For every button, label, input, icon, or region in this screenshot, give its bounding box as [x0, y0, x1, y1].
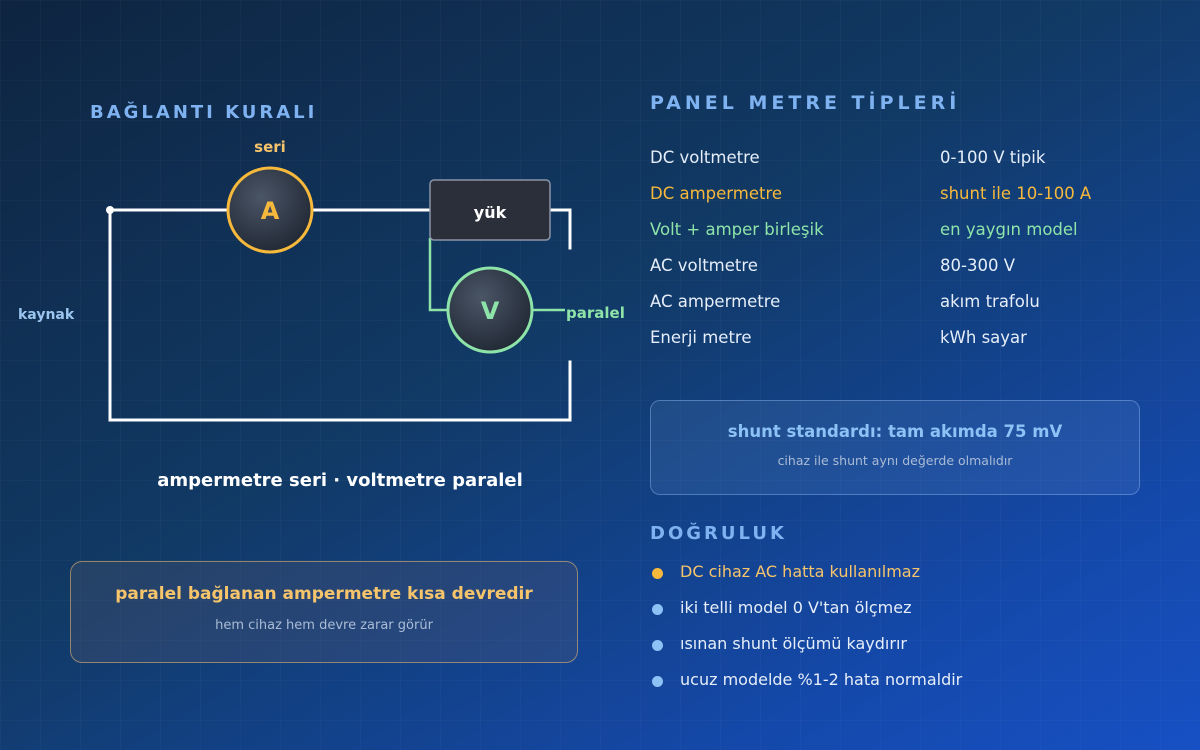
list-item: DC cihaz AC hatta kullanılmaz: [652, 560, 1172, 596]
ammeter-symbol: A: [261, 197, 280, 225]
parallel-wire-left: [428, 238, 448, 312]
accuracy-text: DC cihaz AC hatta kullanılmaz: [680, 562, 920, 581]
voltmeter-circle: [446, 266, 534, 354]
list-item: ucuz modelde %1-2 hata normaldir: [652, 668, 1172, 704]
meter-type-row: AC voltmetre 80-300 V: [650, 253, 1150, 289]
source-label: kaynak: [18, 307, 75, 323]
series-label: seri: [254, 138, 286, 156]
voltmeter-symbol: V: [481, 297, 500, 325]
warning-box: paralel bağlanan ampermetre kısa devredi…: [70, 561, 578, 663]
meter-type-value: 0-100 V tipik: [940, 148, 1046, 167]
meter-type-value: shunt ile 10-100 A: [940, 184, 1092, 203]
bullet-dot: [652, 640, 663, 651]
meter-type-name: AC voltmetre: [650, 256, 758, 275]
meter-type-row: DC voltmetre 0-100 V tipik: [650, 145, 1150, 181]
accuracy-heading: DOĞRULUK: [650, 523, 787, 544]
bullet-dot: [652, 568, 663, 579]
accuracy-text: iki telli model 0 V'tan ölçmez: [680, 598, 912, 617]
meter-type-name: DC voltmetre: [650, 148, 760, 167]
meter-type-name: AC ampermetre: [650, 292, 781, 311]
voltmeter: V: [446, 266, 534, 354]
circuit-diagram: A seri yük V paralel kaynak: [18, 138, 625, 422]
ammeter: A: [226, 166, 314, 254]
accuracy-list: DC cihaz AC hatta kullanılmaz iki telli …: [652, 560, 1172, 704]
connection-rule-heading: BAĞLANTI KURALI: [90, 102, 318, 123]
meter-types-table: DC voltmetre 0-100 V tipik DC ampermetre…: [650, 145, 1150, 361]
load: yük: [429, 179, 551, 241]
source-node: [106, 206, 114, 214]
shunt-standard-box: shunt standardı: tam akımda 75 mV cihaz …: [650, 400, 1140, 495]
shunt-standard-subtitle: cihaz ile shunt aynı değerde olmalıdır: [777, 453, 1013, 468]
accuracy-text: ucuz modelde %1-2 hata normaldir: [680, 670, 963, 689]
warning-title: paralel bağlanan ampermetre kısa devredi…: [115, 584, 533, 604]
circuit-caption: ampermetre seri · voltmetre paralel: [157, 470, 523, 491]
meter-type-row: DC ampermetre shunt ile 10-100 A: [650, 181, 1150, 217]
meter-type-name: DC ampermetre: [650, 184, 783, 203]
accuracy-text: ısınan shunt ölçümü kaydırır: [680, 634, 907, 653]
meter-type-value: kWh sayar: [940, 328, 1027, 347]
meter-type-row: AC ampermetre akım trafolu: [650, 289, 1150, 325]
meter-type-value: en yaygın model: [940, 220, 1078, 239]
warning-subtitle: hem cihaz hem devre zarar görür: [215, 618, 433, 633]
load-box: [429, 179, 551, 241]
parallel-label: paralel: [566, 304, 625, 322]
shunt-standard-title: shunt standardı: tam akımda 75 mV: [727, 422, 1063, 441]
bullet-dot: [652, 604, 663, 615]
list-item: iki telli model 0 V'tan ölçmez: [652, 596, 1172, 632]
meter-type-row: Volt + amper birleşik en yaygın model: [650, 217, 1150, 253]
meter-type-value: 80-300 V: [940, 256, 1015, 275]
bullet-dot: [652, 676, 663, 687]
meter-type-name: Enerji metre: [650, 328, 752, 347]
meter-type-name: Volt + amper birleşik: [650, 220, 824, 239]
parallel-branch: [428, 238, 565, 312]
list-item: ısınan shunt ölçümü kaydırır: [652, 632, 1172, 668]
meter-type-value: akım trafolu: [940, 292, 1040, 311]
panel-meter-types-heading: PANEL METRE TİPLERİ: [650, 92, 961, 114]
load-label: yük: [474, 203, 507, 222]
ammeter-circle: [226, 166, 314, 254]
circuit-wires: [108, 208, 572, 422]
meter-type-row: Enerji metre kWh sayar: [650, 325, 1150, 361]
